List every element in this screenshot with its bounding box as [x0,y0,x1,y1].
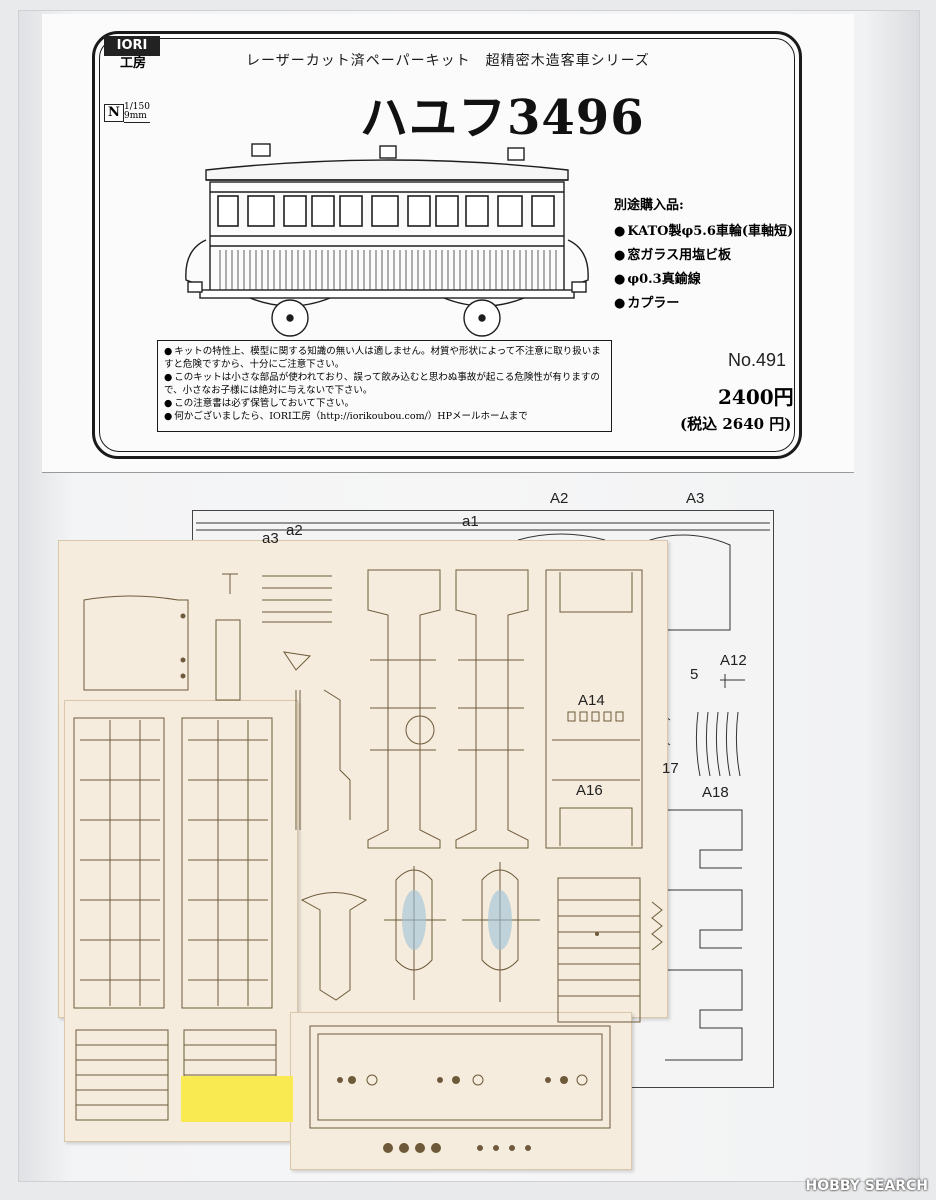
series-name: レーザーカット済ペーパーキット 超精密木造客車シリーズ [246,53,650,69]
frame-inner-border [99,38,795,452]
scale-ratio: 1/150 [124,102,150,112]
notice-line: この注意書は必ず保管しておいて下さい。 [164,397,605,410]
title-frame [92,31,802,459]
list-item: カプラー [614,292,793,316]
part-label-A16: A16 [576,782,603,799]
part-label-a2: a2 [286,522,303,539]
part-label-a1: a1 [462,513,479,530]
brand-name: IORI [116,38,148,53]
yellow-sticker [181,1076,293,1122]
notice-line: このキットは小さな部品が使われており、誤って飲み込むと思わぬ事故が起こる危険性が… [164,371,605,397]
brand-sub: 工房 [120,56,147,71]
list-item: KATO製φ5.6車輪(車軸短) [614,220,793,244]
scale-track: 9mm [124,111,147,121]
wood-sheet-sides [64,700,298,1142]
part-label-A2: A2 [550,490,569,507]
separately-purchased-list: KATO製φ5.6車輪(車軸短) 窓ガラス用塩ビ板 φ0.3真鍮線 カプラー [614,220,793,316]
part-label-A3: A3 [686,490,705,507]
list-item: 窓ガラス用塩ビ板 [614,244,793,268]
kit-number: No.491 [728,350,787,370]
gauge-letter: N [104,104,124,122]
frame-outer-border [92,31,802,459]
train-car-illustration [185,143,589,337]
part-label-A14: A14 [578,692,605,709]
scale-info: 1/150 9mm [124,103,150,123]
caution-notice: キットの特性上、模型に関する知識の無い人は適しません。材質や形状によって不注意に… [157,340,612,432]
separately-purchased-heading: 別途購入品: [614,198,684,213]
kit-title: ハユフ3496 [360,90,645,146]
part-label-A12: A12 [720,652,747,669]
part-label-17: 17 [662,760,679,777]
list-item: φ0.3真鍮線 [614,268,793,292]
wood-sheet-floor [290,1012,632,1170]
part-label-A18: A18 [702,784,729,801]
part-label-a3: a3 [262,530,279,547]
watermark-text: HOBBY SEARCH [805,1178,928,1194]
notice-line: 何かございましたら、IORI工房（http://iorikoubou.com/）… [164,410,605,423]
brand-logo: IORI [104,36,160,56]
price-with-tax: (税込 2640 円) [680,415,792,433]
price: 2400円 [718,385,794,409]
part-label-5: 5 [690,666,699,683]
notice-line: キットの特性上、模型に関する知識の無い人は適しません。材質や形状によって不注意に… [164,345,605,371]
